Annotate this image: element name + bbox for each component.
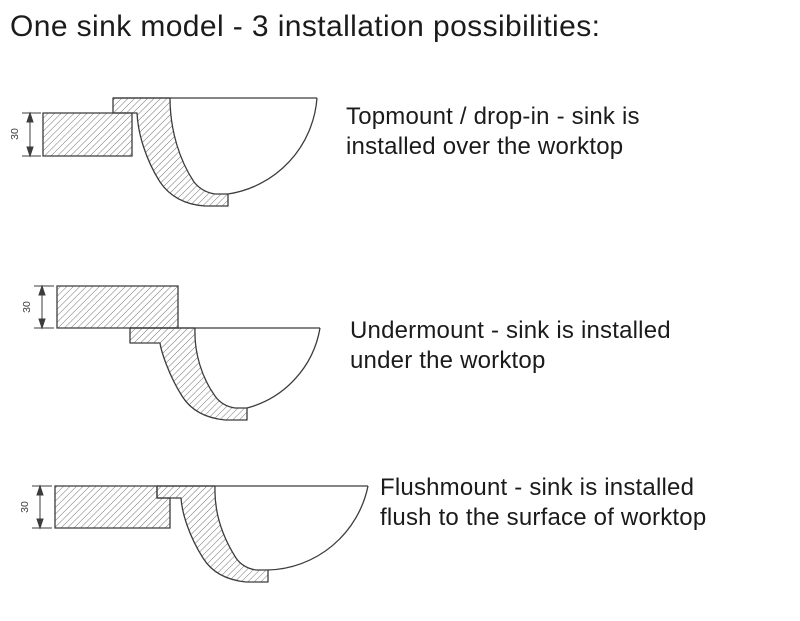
- page-title: One sink model - 3 installation possibil…: [10, 10, 601, 43]
- dimension-30: 30: [10, 111, 41, 158]
- sink-installation-diagram: One sink model - 3 installation possibil…: [10, 10, 788, 594]
- worktop-section: [57, 286, 178, 328]
- undermount-drawing: 30: [21, 284, 332, 430]
- row-flushmount: 30 Flushmount - sink is installed flush …: [10, 468, 788, 594]
- topmount-description: Topmount / drop-in - sink is installed o…: [346, 102, 640, 162]
- dimension-30: 30: [19, 484, 52, 530]
- description-line: Flushmount - sink is installed: [380, 474, 695, 501]
- sink-bowl-arc: [268, 486, 368, 570]
- description-line: Undermount - sink is installed: [350, 317, 671, 344]
- dimension-arrow-down-icon: [26, 146, 34, 158]
- dimension-label: 30: [19, 501, 31, 513]
- description-line: installed over the worktop: [346, 132, 624, 160]
- dimension-arrow-up-icon: [26, 111, 34, 123]
- sink-bowl-arc: [247, 328, 320, 408]
- dimension-label: 30: [21, 301, 33, 313]
- description-line: under the worktop: [350, 346, 546, 374]
- dimension-30: 30: [21, 284, 54, 330]
- flushmount-description: Flushmount - sink is installed flush to …: [380, 473, 706, 533]
- undermount-description: Undermount - sink is installed under the…: [350, 316, 671, 376]
- row-topmount: 30 Topmount / drop-in - sink is installe…: [10, 86, 788, 224]
- sink-wall-section: [113, 98, 228, 206]
- worktop-section-with-rebate: [55, 486, 170, 528]
- row-undermount: 30 Undermount - sink is installed under …: [10, 278, 788, 430]
- sink-wall-section: [130, 328, 247, 420]
- description-line: Topmount / drop-in - sink is: [346, 103, 640, 130]
- dimension-arrow-down-icon: [38, 318, 46, 330]
- flushmount-drawing: 30: [19, 484, 376, 594]
- dimension-arrow-up-icon: [36, 484, 44, 496]
- sink-bowl-arc: [228, 98, 317, 194]
- dimension-arrow-down-icon: [36, 518, 44, 530]
- dimension-label: 30: [10, 128, 21, 140]
- worktop-section: [43, 113, 132, 156]
- dimension-arrow-up-icon: [38, 284, 46, 296]
- description-line: flush to the surface of worktop: [380, 503, 707, 531]
- sink-wall-section: [157, 486, 268, 582]
- topmount-drawing: 30: [10, 86, 332, 224]
